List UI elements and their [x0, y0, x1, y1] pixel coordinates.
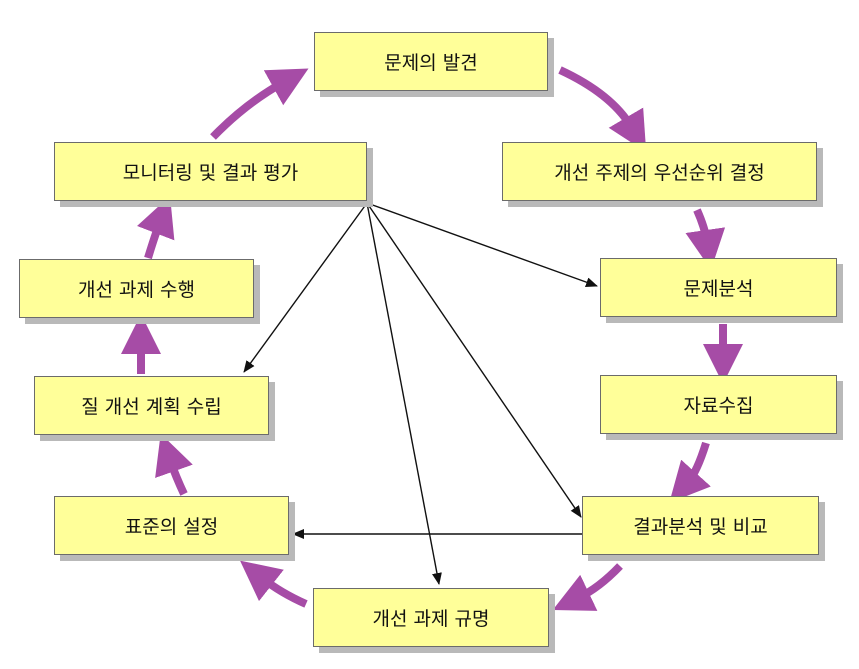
cycle-arrow-1: [558, 66, 647, 153]
cycle-arrow-2: [685, 208, 726, 270]
step-data-collection: 자료수집: [600, 375, 837, 434]
cycle-arrow-7: [155, 433, 193, 496]
step-define-task: 개선 과제 규명: [313, 588, 549, 647]
step-priority-decision: 개선 주제의 우선순위 결정: [502, 142, 817, 201]
link-monitoring-to-result-analysis: [366, 202, 582, 518]
cycle-arrow-9: [137, 195, 175, 260]
step-problem-analysis: 문제분석: [600, 258, 837, 317]
step-result-analysis: 결과분석 및 비교: [582, 496, 819, 555]
cycle-arrow-10: [210, 68, 309, 140]
link-monitoring-to-improvement-plan: [243, 202, 368, 373]
step-improvement-plan: 질 개선 계획 수립: [34, 376, 269, 435]
cycle-arrow-5: [552, 563, 623, 611]
link-monitoring-to-define-task: [366, 202, 442, 585]
step-monitoring-evaluation: 모니터링 및 결과 평가: [54, 142, 367, 201]
step-problem-discovery: 문제의 발견: [314, 32, 548, 91]
cycle-arrow-6: [240, 560, 308, 608]
cycle-arrow-4: [669, 441, 711, 503]
step-execute-task: 개선 과제 수행: [19, 259, 254, 318]
step-set-standard: 표준의 설정: [54, 496, 289, 555]
link-monitoring-to-problem-analysis: [366, 202, 598, 287]
